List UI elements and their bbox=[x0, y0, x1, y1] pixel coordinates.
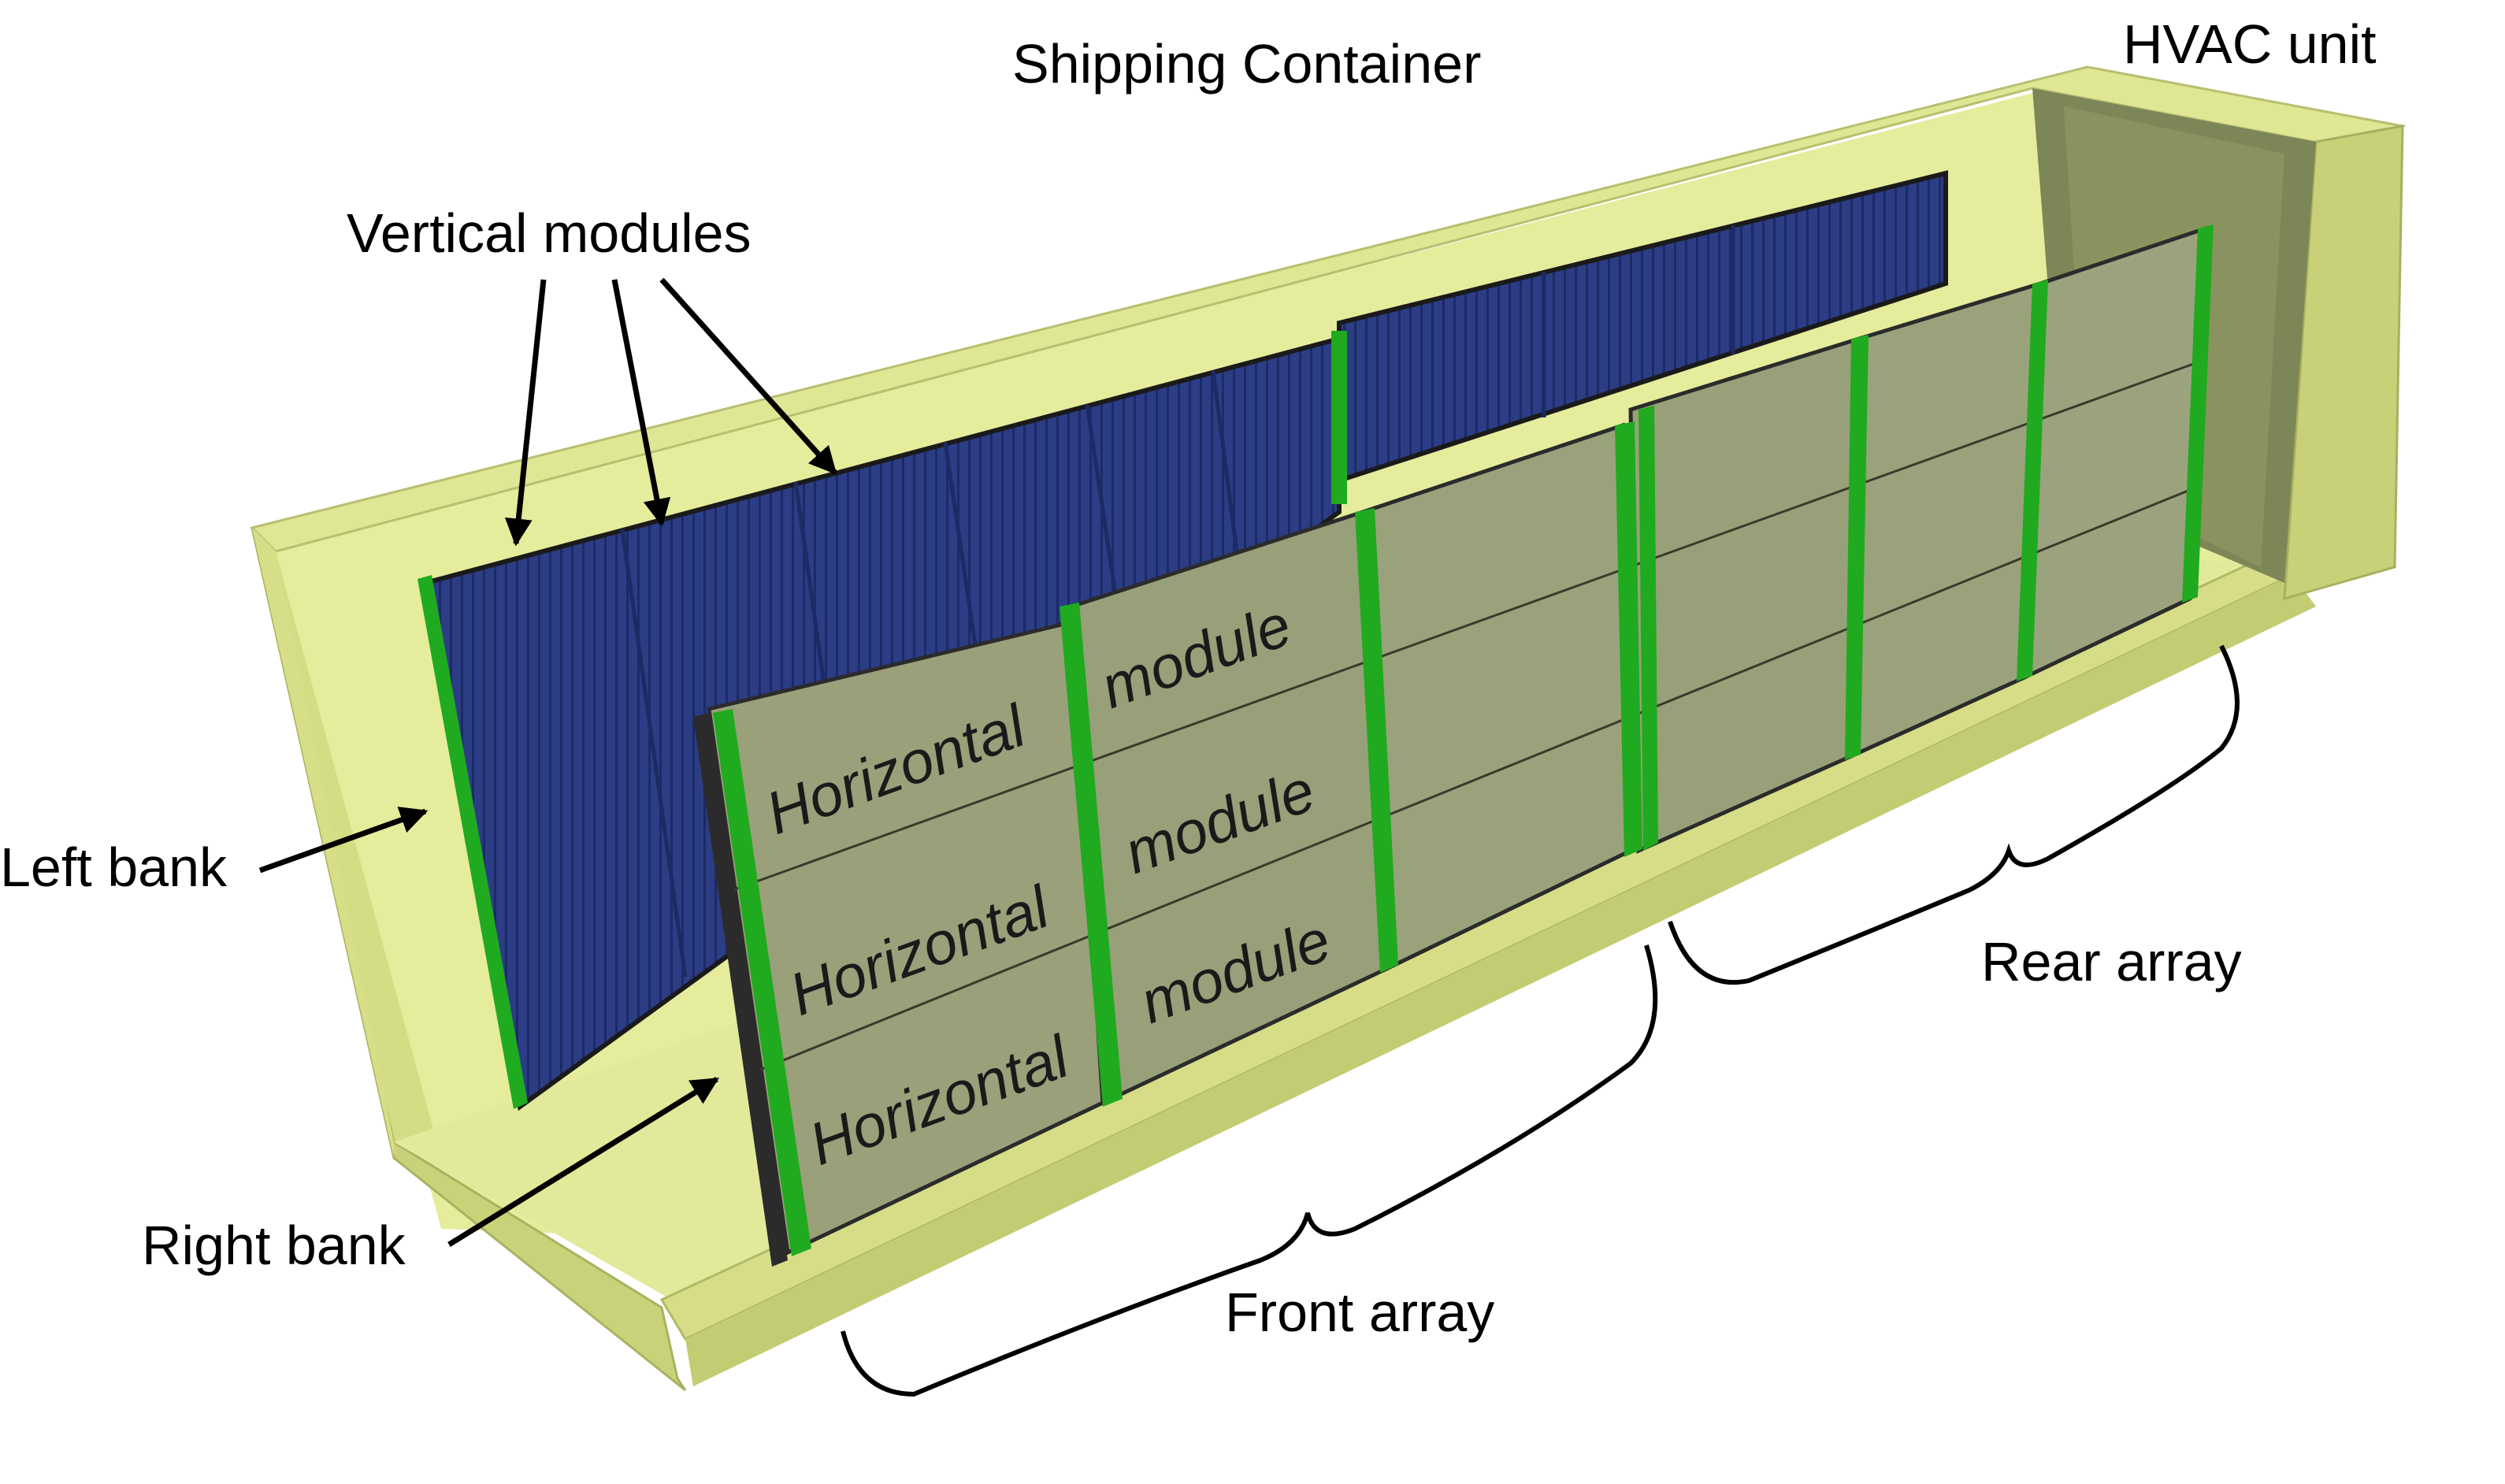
brace-front-array bbox=[841, 944, 1658, 1397]
right-bank: Horizontal module Horizontal module Hori… bbox=[693, 224, 2214, 1267]
brace-rear-array bbox=[1668, 644, 2240, 985]
annotations: Shipping Container HVAC unit Vertical mo… bbox=[0, 13, 2377, 1397]
left-bank-frame bbox=[418, 575, 528, 1109]
arrow-vertical-modules-2 bbox=[611, 279, 671, 527]
label-rear-array: Rear array bbox=[1981, 931, 2242, 992]
container-front-rim-face bbox=[685, 575, 2316, 1386]
label-hvac-unit: HVAC unit bbox=[2123, 13, 2377, 75]
label-left-bank: Left bank bbox=[0, 837, 228, 898]
arrow-vertical-modules-3 bbox=[659, 277, 837, 475]
arrow-right-bank bbox=[447, 1077, 719, 1247]
container-right-end bbox=[2283, 124, 2404, 601]
label-vertical-modules: Vertical modules bbox=[347, 202, 752, 264]
arrow-left-bank bbox=[258, 807, 429, 874]
container-left-end-face bbox=[252, 528, 394, 1158]
label-shipping-container: Shipping Container bbox=[1012, 33, 1481, 95]
label-front-array: Front array bbox=[1225, 1282, 1494, 1343]
arrow-vertical-modules-1 bbox=[504, 279, 547, 547]
horizontal-modules-rear-2 bbox=[1849, 280, 2043, 759]
label-right-bank: Right bank bbox=[142, 1215, 406, 1276]
